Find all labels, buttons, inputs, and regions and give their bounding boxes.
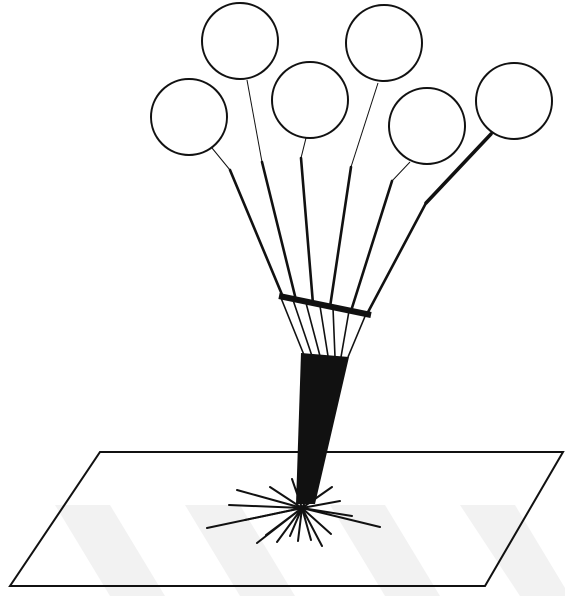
heavy-string-5 <box>351 181 392 311</box>
heavy-strings <box>230 158 426 314</box>
fan-string <box>348 314 366 357</box>
thin-string-5 <box>392 162 410 181</box>
watermark-stripe-2 <box>185 505 295 596</box>
watermark-stripe-4 <box>460 505 565 596</box>
thin-string-1 <box>212 148 230 170</box>
thin-string-2 <box>247 80 262 162</box>
fan-string <box>281 298 304 355</box>
fan-string <box>341 311 349 357</box>
fan-string <box>306 303 320 356</box>
balloon-3 <box>272 62 348 138</box>
fan-string <box>320 306 328 356</box>
fan-string <box>293 300 312 356</box>
heavy-string-6 <box>367 203 426 314</box>
heavy-string-4 <box>330 167 351 307</box>
binding-band <box>279 296 371 315</box>
balloon-5 <box>389 88 465 164</box>
burst-ray <box>302 508 322 546</box>
bundle-stem <box>296 353 349 504</box>
fan-string <box>333 308 335 357</box>
watermark-stripes <box>55 505 565 596</box>
heavy-string-3 <box>301 158 313 304</box>
balloon-4 <box>346 5 422 81</box>
heavy-string-1 <box>230 170 283 297</box>
watermark-stripe-1 <box>55 505 165 596</box>
balloon-6 <box>476 63 552 139</box>
thin-string-4 <box>351 83 378 167</box>
thin-string-3 <box>301 138 306 158</box>
balloons <box>151 3 552 164</box>
heavy-string-2 <box>262 162 296 300</box>
balloon-2 <box>202 3 278 79</box>
balloon-1 <box>151 79 227 155</box>
